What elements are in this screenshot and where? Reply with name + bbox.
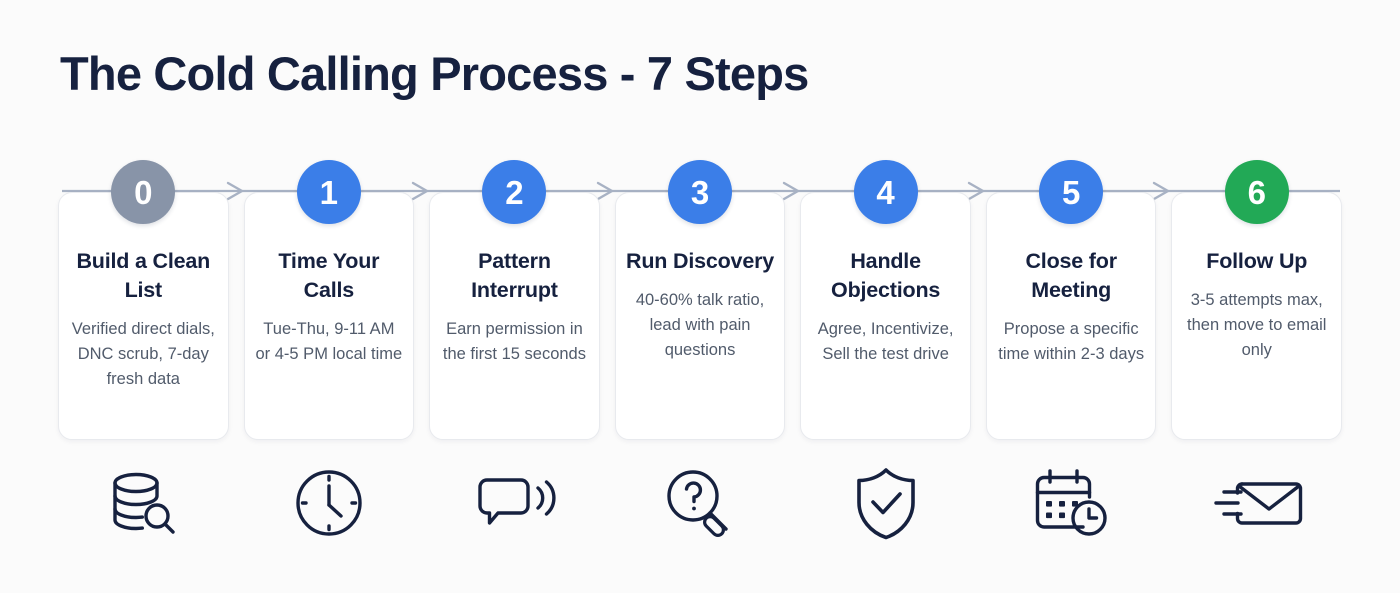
step-desc-0: Verified direct dials, DNC scrub, 7-day … <box>71 320 215 389</box>
step-desc-5: Propose a specific time within 2-3 days <box>998 320 1145 364</box>
step-desc-1: Tue-Thu, 9-11 AM or 4-5 PM local time <box>255 320 403 364</box>
step-number-1: 1 <box>319 173 339 211</box>
step-desc-6: 3-5 attempts max, then move to email onl… <box>1187 291 1327 360</box>
step-title-1: Time Your Calls <box>278 249 380 303</box>
step-card-5[interactable]: Close for Meeting Propose a specific tim… <box>985 192 1157 440</box>
step-card-2[interactable]: Pattern Interrupt Earn permission in the… <box>429 192 600 440</box>
step-badge-4[interactable]: 4 <box>853 160 918 224</box>
step-number-5: 5 <box>1061 173 1081 211</box>
icon-cell-5 <box>986 458 1157 548</box>
step-badge-5[interactable]: 5 <box>1039 160 1104 224</box>
step-badge-1[interactable]: 1 <box>296 160 361 224</box>
step-desc-2: Earn permission in the first 15 seconds <box>442 320 586 364</box>
step-icons-row <box>58 458 1342 548</box>
step-4[interactable]: Handle Objections Agree, Incentivize, Se… <box>800 160 971 450</box>
step-1[interactable]: Time Your Calls Tue-Thu, 9-11 AM or 4-5 … <box>243 160 415 450</box>
page-title: The Cold Calling Process - 7 Steps <box>60 47 809 100</box>
step-desc-4: Agree, Incentivize, Sell the test drive <box>817 320 954 364</box>
step-title-3: Run Discovery <box>626 249 774 273</box>
step-title-0: Build a Clean List <box>76 249 211 303</box>
calendar-clock-icon <box>1035 469 1107 536</box>
step-badge-6[interactable]: 6 <box>1224 160 1289 224</box>
icon-cell-3 <box>615 458 786 548</box>
step-card-1[interactable]: Time Your Calls Tue-Thu, 9-11 AM or 4-5 … <box>243 192 415 440</box>
icon-cell-6 <box>1171 458 1342 548</box>
step-title-5: Close for Meeting <box>1025 249 1117 303</box>
step-badge-2[interactable]: 2 <box>482 160 547 224</box>
step-number-6: 6 <box>1247 173 1266 211</box>
step-0[interactable]: Build a Clean List Verified direct dials… <box>58 160 229 450</box>
speech-bubble-sound-icon <box>478 478 557 525</box>
shield-check-icon <box>856 468 915 540</box>
step-desc-3: 40-60% talk ratio, lead with pain questi… <box>635 291 765 360</box>
icon-cell-2 <box>429 458 600 548</box>
step-card-0[interactable]: Build a Clean List Verified direct dials… <box>58 192 229 440</box>
clock-icon <box>296 470 362 536</box>
step-title-4: Handle Objections <box>831 249 941 303</box>
steps-row: Build a Clean List Verified direct dials… <box>58 160 1343 450</box>
step-card-4[interactable]: Handle Objections Agree, Incentivize, Se… <box>800 192 971 440</box>
step-3[interactable]: Run Discovery 40-60% talk ratio, lead wi… <box>614 160 786 450</box>
icon-cell-4 <box>800 458 971 548</box>
send-email-icon <box>1214 482 1302 525</box>
database-search-icon <box>113 472 175 534</box>
step-title-2: Pattern Interrupt <box>471 249 558 303</box>
step-number-2: 2 <box>505 173 524 211</box>
step-number-4: 4 <box>876 173 895 211</box>
icon-cell-0 <box>58 458 229 548</box>
step-card-3[interactable]: Run Discovery 40-60% talk ratio, lead wi… <box>614 192 786 440</box>
step-card-6[interactable]: Follow Up 3-5 attempts max, then move to… <box>1171 192 1343 440</box>
step-number-0: 0 <box>134 173 153 211</box>
magnifier-question-icon <box>667 470 728 537</box>
step-number-3: 3 <box>690 173 710 211</box>
icon-cell-1 <box>244 458 415 548</box>
step-title-6: Follow Up <box>1206 249 1308 273</box>
step-2[interactable]: Pattern Interrupt Earn permission in the… <box>429 160 600 450</box>
step-6[interactable]: Follow Up 3-5 attempts max, then move to… <box>1171 160 1343 450</box>
step-5[interactable]: Close for Meeting Propose a specific tim… <box>985 160 1157 450</box>
step-badge-0[interactable]: 0 <box>111 160 176 224</box>
step-badge-3[interactable]: 3 <box>668 160 733 224</box>
